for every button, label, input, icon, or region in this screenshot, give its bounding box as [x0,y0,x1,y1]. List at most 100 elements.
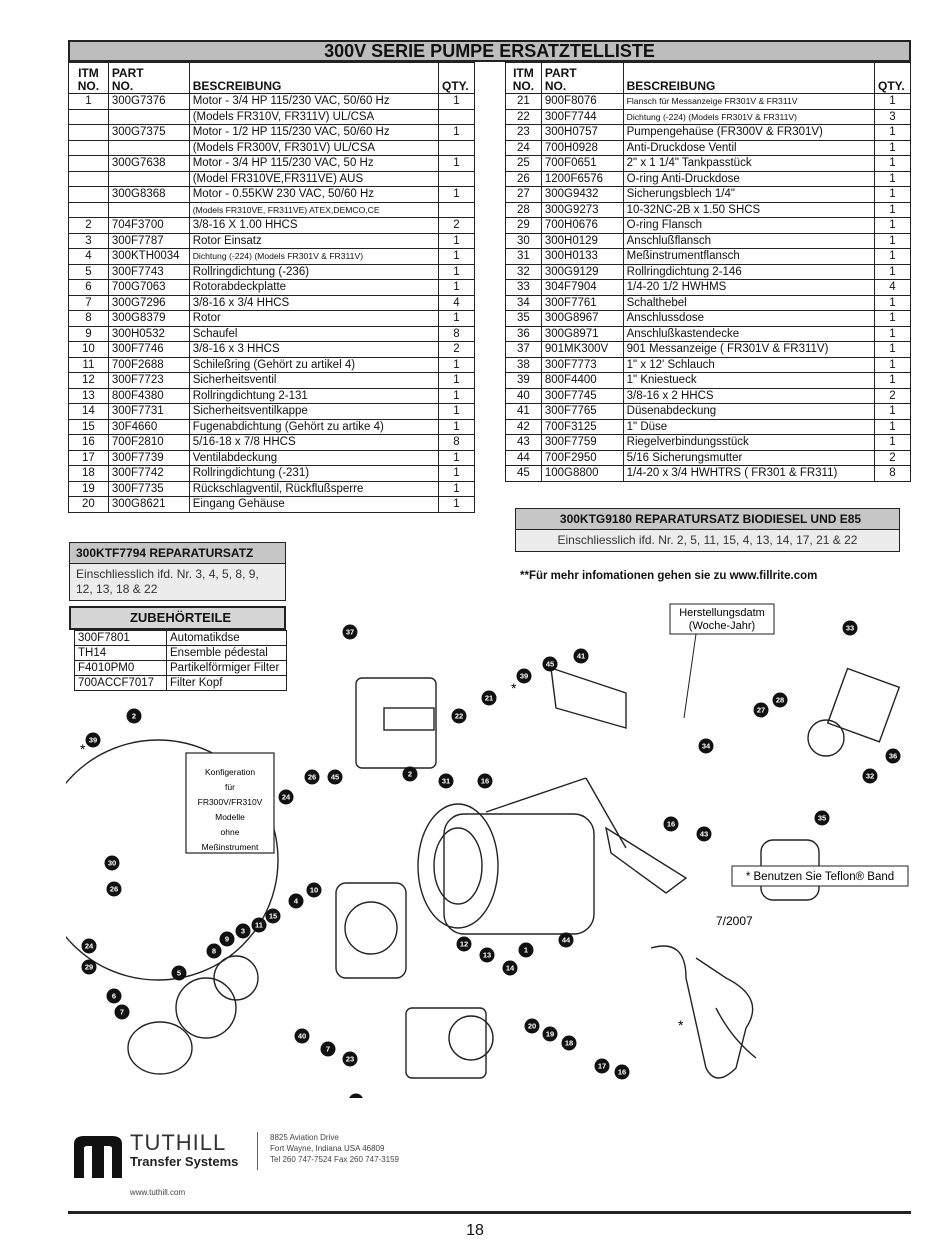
callout-11: 11 [251,917,267,933]
callout-45: 45 [327,769,343,785]
callout-7: 7 [114,1004,130,1020]
header-itm-line1: ITM [78,66,99,80]
address-line1: 8825 Aviation Drive [270,1133,339,1142]
cell-part: 30F4660 [107,418,190,435]
svg-text:4: 4 [294,897,299,906]
callout-39: 39 [85,732,101,748]
cell-qty: 1 [874,356,911,373]
svg-text:33: 33 [846,624,854,633]
cell-desc: Anschlußkastendecke [622,325,876,342]
kit-repair-body-line1: Einschliesslich ifd. Nr. 3, 4, 5, 8, 9, [76,567,259,581]
svg-text:21: 21 [485,694,493,703]
cell-itm: 27 [505,186,542,203]
callout-45: 45 [542,656,558,672]
cell-itm: 1 [68,93,109,110]
cell-desc: Rotor [188,310,440,327]
footer-url[interactable]: www.tuthill.com [130,1188,186,1197]
svg-text:39: 39 [89,736,97,745]
cell-part: 100G8800 [540,465,624,482]
cell-desc: Anschlußflansch [622,232,876,249]
cell-itm: 45 [505,465,542,482]
cell-qty: 1 [438,232,475,249]
svg-text:35: 35 [818,814,826,823]
cell-qty: 1 [438,496,475,513]
cell-itm: 37 [505,341,542,358]
cell-desc: Schaufel [188,325,440,342]
svg-text:18: 18 [565,1039,573,1048]
cell-qty: 1 [438,279,475,296]
callout-16: 16 [477,773,493,789]
cell-itm [68,170,109,187]
table-row: (Models FR310VE, FR311VE) ATEX,DEMCO,CE [68,201,475,218]
cell-part: 800F4380 [107,387,190,404]
svg-text:14: 14 [506,964,515,973]
hose [715,1007,757,1059]
column-header-desc: BESCREIBUNG [188,62,440,94]
callout-14: 14 [502,960,518,976]
cell-qty: 8 [438,325,475,342]
cell-part: 700F3125 [540,418,624,435]
cell-qty: 2 [874,387,911,404]
cell-itm: 32 [505,263,542,280]
svg-text:2: 2 [132,712,136,721]
callout-29: 29 [81,959,97,975]
svg-text:11: 11 [255,921,263,930]
svg-text:3: 3 [241,927,245,936]
cell-itm: 36 [505,325,542,342]
callout-37: 37 [342,624,358,640]
brand-name: TUTHILL [130,1130,227,1155]
callout-43: 43 [696,826,712,842]
cell-part: 300F7742 [107,465,190,482]
cell-part: 901MK300V [540,341,624,358]
cell-qty: 1 [438,186,475,203]
cell-itm: 19 [68,480,109,497]
cell-part: 700F2810 [107,434,190,451]
callout-22: 22 [349,1093,363,1098]
svg-text:29: 29 [85,963,93,972]
config-box [185,752,275,854]
callout-24: 24 [278,789,294,805]
cell-part: 300H0133 [540,248,624,265]
cell-qty: 1 [438,403,475,420]
cell-qty: 8 [438,434,475,451]
config-circle [66,739,279,981]
cell-qty: 1 [874,263,911,280]
inlet-housing [405,1007,487,1079]
callout-13: 13 [479,947,495,963]
cell-qty: 1 [438,310,475,327]
cell-itm: 21 [505,93,542,110]
header-itm-line2: NO. [512,79,535,93]
cell-desc: 3/8-16 x 2 HHCS [622,387,876,404]
cell-part: 300G7296 [107,294,190,311]
cell-qty [438,139,475,156]
callout-22: 22 [451,708,467,724]
cell-part: 800F4400 [540,372,624,389]
cell-itm: 40 [505,387,542,404]
cell-itm [68,155,109,172]
cell-qty: 1 [438,372,475,389]
header-itm-line1: ITM [513,66,534,80]
cell-desc: Sicherungsblech 1/4" [622,186,876,203]
cell-desc: Riegelverbindungsstück [622,434,876,451]
svg-text:19: 19 [546,1030,554,1039]
kit-repair-box: 300KTF7794 REPARATURSATZ Einschliesslich… [69,542,286,601]
cell-itm: 23 [505,124,542,141]
cell-itm: 30 [505,232,542,249]
cell-part: 300G8621 [107,496,190,513]
callout-28: 28 [772,692,788,708]
